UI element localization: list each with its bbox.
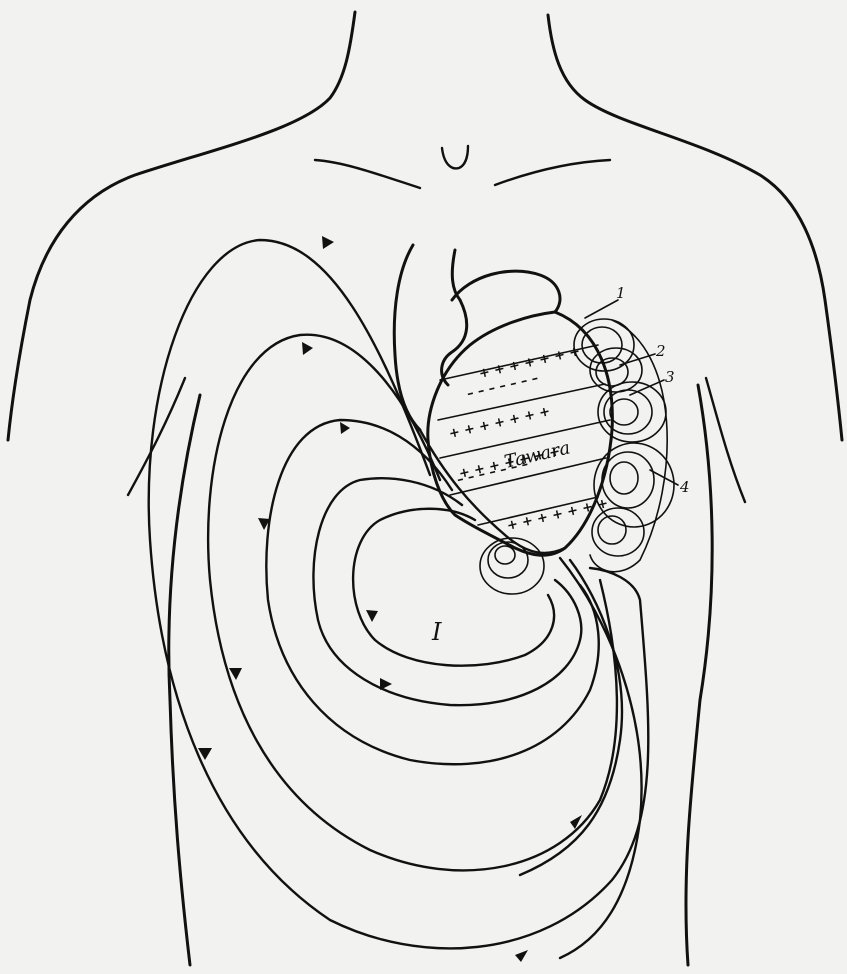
torso-outline (8, 12, 842, 965)
right-side-body (686, 385, 712, 965)
layer-labels: 1 2 3 4 (585, 284, 690, 496)
arrow-8 (380, 678, 392, 690)
depolarization-bands: + + + + + + + – – – – – – – + + + + + + … (438, 344, 610, 534)
apex-ring-2 (488, 542, 528, 578)
field-line-5 (353, 509, 554, 666)
layer-label-3: 3 (665, 368, 675, 386)
great-vessels (394, 245, 560, 430)
jugular-notch (442, 146, 468, 168)
apex-ring-1 (495, 546, 515, 564)
loop-d3 (594, 443, 674, 527)
arrow-2 (302, 342, 313, 355)
plus-row-4: + + + + + + + (506, 496, 610, 534)
arrow-1 (322, 236, 334, 249)
left-arm-inner (128, 378, 185, 495)
loop-b1 (596, 358, 628, 386)
neck-right-line (548, 15, 842, 440)
right-arm-inner (706, 378, 745, 502)
leader-2 (620, 354, 655, 365)
region-label-one: I (431, 618, 442, 646)
vena-cava-line (394, 245, 420, 430)
arrow-10 (515, 950, 528, 962)
loop-d1 (610, 462, 638, 494)
layer-label-4: 4 (679, 478, 690, 496)
tawara-label: Tawara (502, 437, 572, 472)
layer-label-1: 1 (616, 284, 626, 302)
field-line-7 (560, 558, 642, 958)
layer-label-2: 2 (655, 342, 666, 360)
loop-c1 (610, 399, 638, 425)
clavicle-left (315, 160, 420, 188)
loop-e2 (592, 508, 644, 556)
arrow-3 (340, 422, 350, 434)
neck-left-line (8, 12, 355, 440)
aorta-arch (452, 271, 560, 312)
leader-1 (585, 300, 618, 318)
clavicle-right (495, 160, 610, 185)
arrow-7 (366, 610, 378, 622)
